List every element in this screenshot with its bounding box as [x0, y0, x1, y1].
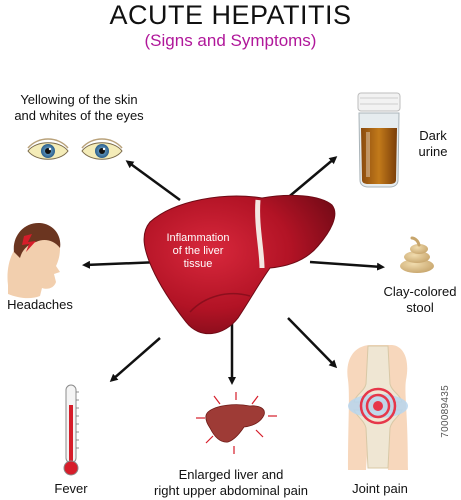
label-line: stool — [406, 300, 434, 315]
label-line: Yellowing of the skin — [20, 92, 138, 107]
stock-id: 700089435 — [440, 385, 451, 438]
center-label-line: tissue — [183, 258, 213, 270]
label-fever: Fever — [46, 481, 96, 497]
label-headache: Headaches — [0, 297, 80, 313]
diagram-title: ACUTE HEPATITIS — [109, 0, 352, 30]
eyes-icon — [27, 138, 123, 160]
arrow-to-headache — [82, 260, 161, 269]
label-line: right upper abdominal pain — [154, 483, 308, 498]
label-line: and whites of the eyes — [14, 108, 144, 123]
knee-joint-icon — [347, 345, 408, 470]
thermometer-icon — [63, 384, 79, 476]
label-line: Enlarged liver and — [178, 467, 284, 482]
diagram-subtitle: (Signs and Symptoms) — [144, 31, 317, 50]
arrow-to-eyes — [125, 160, 181, 202]
label-joint: Joint pain — [342, 481, 418, 497]
label-urine: Dark urine — [405, 128, 461, 160]
head-icon — [7, 222, 61, 299]
arrow-to-urine — [284, 156, 338, 201]
label-line: Headaches — [7, 297, 73, 312]
stool-icon — [400, 236, 434, 273]
liver-icon — [143, 194, 336, 335]
small-liver-icon — [196, 392, 277, 454]
urine-jar-icon — [357, 92, 401, 188]
label-line: urine — [418, 144, 448, 159]
center-label: Inflammation of the liver tissue — [156, 232, 240, 271]
arrow-to-joint — [287, 317, 338, 369]
label-stool: Clay-colored stool — [380, 284, 460, 316]
label-line: Clay-colored — [383, 284, 457, 299]
arrow-to-stool — [309, 260, 385, 271]
arrow-to-fever — [109, 337, 161, 382]
label-line: Dark — [419, 128, 447, 143]
center-label-line: Inflammation — [166, 232, 230, 244]
label-line: Fever — [54, 481, 88, 496]
label-enlarged-liver: Enlarged liver and right upper abdominal… — [146, 467, 316, 499]
center-label-line: of the liver — [172, 245, 224, 257]
label-eyes: Yellowing of the skin and whites of the … — [4, 92, 154, 124]
label-line: Joint pain — [352, 481, 408, 496]
